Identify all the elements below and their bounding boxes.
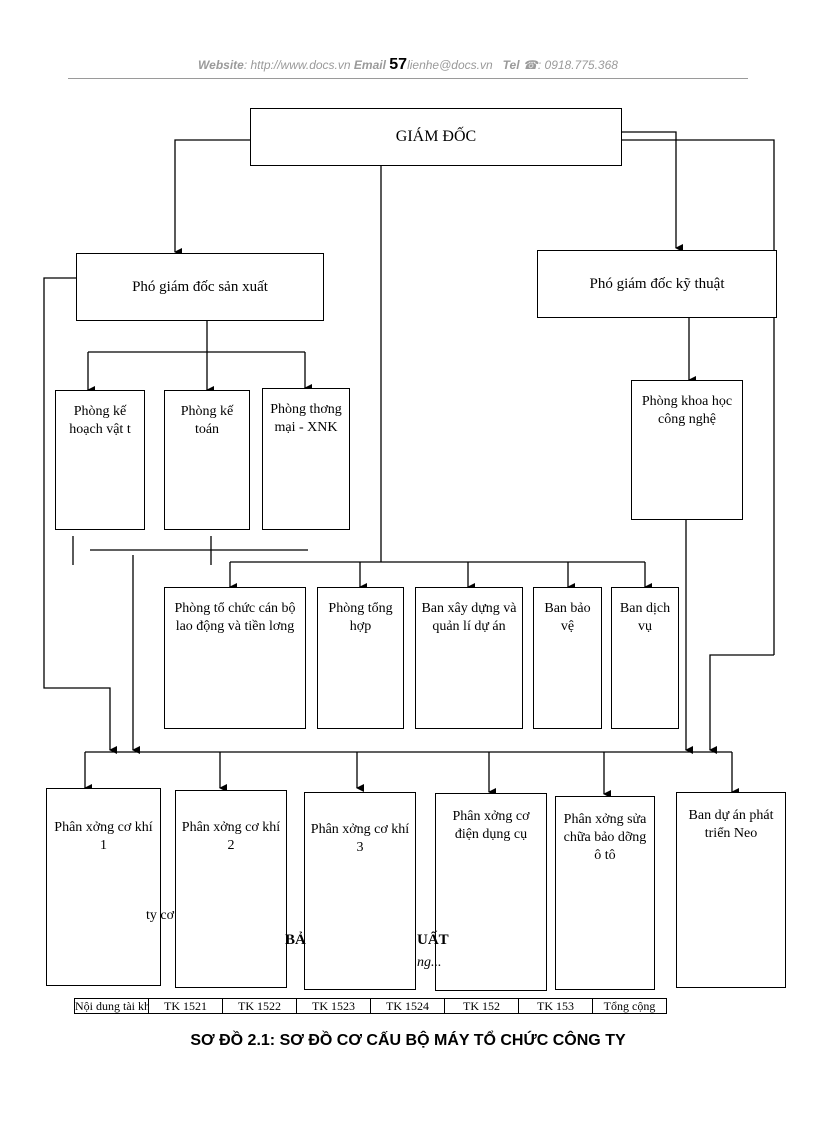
tel-label: Tel	[502, 58, 520, 72]
vp-technical-box: Phó giám đốc kỹ thuật	[537, 250, 777, 318]
workshop-2-box: Phân xởng cơ khí 2	[175, 790, 287, 988]
dept-security-box: Ban bảo vệ	[533, 587, 602, 729]
table-header-cell: Nội dung tài khoản	[75, 999, 149, 1013]
page-number: 57	[389, 56, 408, 73]
dept-hr-box: Phòng tổ chức cán bộ lao động và tiền lơ…	[164, 587, 306, 729]
overlap-fragment-1: ty cơ	[146, 908, 175, 923]
email-label: Email	[353, 58, 386, 72]
director-box: GIÁM ĐỐC	[250, 108, 622, 166]
dept-hr-label: Phòng tổ chức cán bộ lao động và tiền lơ…	[174, 601, 296, 634]
vp-technical-label: Phó giám đốc kỹ thuật	[589, 276, 725, 292]
workshop-5-box: Phân xởng sửa chữa bảo dỡng ô tô	[555, 796, 655, 990]
workshop-1-label: Phân xởng cơ khí 1	[54, 820, 153, 853]
workshop-1-box: Phân xởng cơ khí 1	[46, 788, 161, 986]
dept-general-box: Phòng tổng hợp	[317, 587, 404, 729]
phone-icon: ☎	[522, 58, 538, 72]
website-value: : http://www.docs.vn	[243, 58, 351, 72]
page-header: Website: http://www.docs.vn Email 57lien…	[0, 56, 816, 74]
workshop-4-label: Phân xởng cơ điện dụng cụ	[452, 809, 530, 842]
diagram-caption: SƠ ĐỒ 2.1: SƠ ĐỒ CƠ CẤU BỘ MÁY TỔ CHỨC C…	[190, 1032, 626, 1049]
table-header-cell: TK 152	[445, 999, 519, 1013]
tel-value: : 0918.775.368	[537, 58, 618, 72]
overlap-fragment-2: BẢ	[285, 932, 306, 948]
dept-science-box: Phòng khoa học công nghệ	[631, 380, 743, 520]
account-table-header: Nội dung tài khoản TK 1521 TK 1522 TK 15…	[74, 998, 667, 1014]
workshop-3-label: Phân xởng cơ khí 3	[310, 822, 410, 855]
dept-planning-box: Phòng kế hoạch vật t	[55, 390, 145, 530]
dept-trade-label: Phòng thơng mại - XNK	[270, 402, 342, 435]
dept-service-box: Ban dịch vụ	[611, 587, 679, 729]
workshop-3-box: Phân xởng cơ khí 3	[304, 792, 416, 990]
table-header-cell: Tổng cộng	[603, 999, 656, 1013]
director-label: GIÁM ĐỐC	[395, 128, 477, 145]
workshop-6-box: Ban dự án phát triển Neo	[676, 792, 786, 988]
workshop-5-label: Phân xởng sửa chữa bảo dỡng ô tô	[563, 812, 647, 863]
workshop-4-box: Phân xởng cơ điện dụng cụ	[435, 793, 547, 991]
table-header-cell: TK 1522	[223, 999, 297, 1013]
vp-production-label: Phó giám đốc sản xuất	[132, 279, 268, 295]
dept-service-label: Ban dịch vụ	[619, 601, 671, 634]
dept-planning-label: Phòng kế hoạch vật t	[69, 404, 131, 437]
workshop-6-label: Ban dự án phát triển Neo	[688, 808, 774, 841]
dept-science-label: Phòng khoa học công nghệ	[641, 394, 733, 427]
workshop-2-label: Phân xởng cơ khí 2	[181, 820, 281, 853]
overlap-fragment-3: UẤT	[417, 932, 449, 948]
overlap-fragment-4: ng...	[417, 955, 442, 970]
email-value: lienhe@docs.vn	[407, 58, 493, 72]
website-label: Website	[198, 58, 244, 72]
table-header-cell: TK 1523	[297, 999, 371, 1013]
dept-general-label: Phòng tổng hợp	[328, 601, 393, 634]
dept-accounting-label: Phòng kế toán	[180, 404, 234, 437]
dept-accounting-box: Phòng kế toán	[164, 390, 250, 530]
dept-security-label: Ban bảo vệ	[544, 601, 591, 634]
table-header-cell: TK 1524	[371, 999, 445, 1013]
vp-production-box: Phó giám đốc sản xuất	[76, 253, 324, 321]
dept-trade-box: Phòng thơng mại - XNK	[262, 388, 350, 530]
table-header-cell: TK 153	[519, 999, 593, 1013]
dept-construction-box: Ban xây dựng và quản lí dự án	[415, 587, 523, 729]
dept-construction-label: Ban xây dựng và quản lí dự án	[421, 601, 517, 634]
header-rule	[68, 78, 748, 79]
table-header-cell: TK 1521	[149, 999, 223, 1013]
